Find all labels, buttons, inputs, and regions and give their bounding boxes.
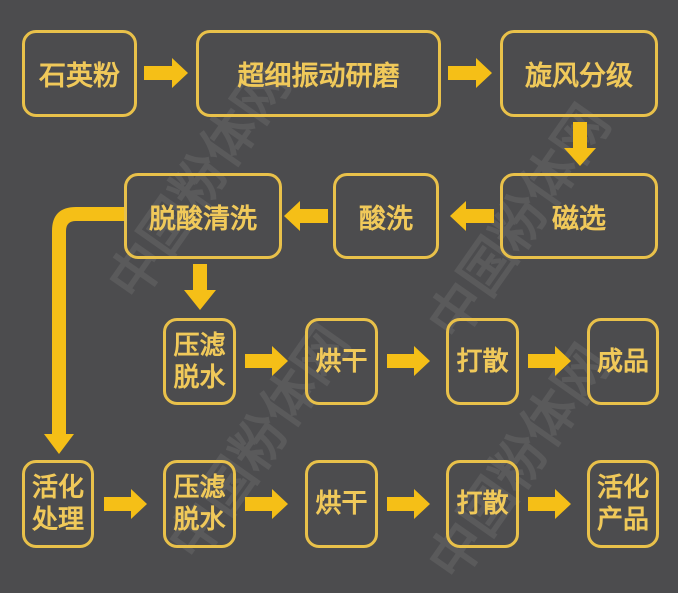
arrow-left	[450, 201, 494, 231]
step-activated-product: 活化产品	[587, 460, 659, 548]
step-cyclone-classification: 旋风分级	[500, 30, 658, 117]
arrow-right	[144, 58, 188, 88]
arrow-right	[387, 346, 430, 376]
step-filter-dewater: 压滤脱水	[163, 318, 236, 405]
step-deacid-wash: 脱酸清洗	[124, 173, 282, 259]
arrow-down	[44, 434, 74, 454]
step-dry: 烘干	[305, 318, 378, 405]
arrow-right	[448, 58, 492, 88]
arrow-right	[528, 489, 571, 519]
arrow-right	[245, 346, 288, 376]
arrow-down	[184, 264, 216, 310]
arrow-left	[284, 201, 328, 231]
step-finished-product: 成品	[587, 318, 659, 405]
step-activation: 活化处理	[22, 460, 94, 548]
arrow-down	[564, 122, 596, 166]
arrow-right	[528, 346, 571, 376]
arrow-right	[245, 489, 288, 519]
step-quartz-powder: 石英粉	[22, 30, 137, 117]
arrow-right	[104, 489, 147, 519]
step-ultrafine-grinding: 超细振动研磨	[196, 30, 441, 117]
step-acid-wash: 酸洗	[333, 173, 439, 259]
step-disperse-2: 打散	[446, 460, 519, 548]
step-magnetic-separation: 磁选	[500, 173, 658, 259]
arrow-right	[387, 489, 430, 519]
step-filter-dewater-2: 压滤脱水	[163, 460, 236, 548]
step-disperse: 打散	[446, 318, 519, 405]
step-dry-2: 烘干	[305, 460, 378, 548]
connector-line	[52, 207, 124, 436]
